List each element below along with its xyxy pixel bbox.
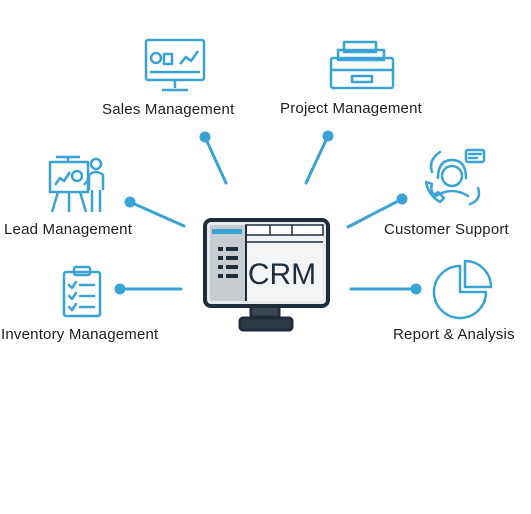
clipboard-checklist-icon bbox=[62, 265, 102, 318]
presentation-board-icon bbox=[48, 155, 105, 213]
crm-center-text: CRM bbox=[248, 258, 316, 291]
monitor-chart-icon bbox=[144, 38, 206, 92]
module-label-lead: Lead Management bbox=[4, 221, 133, 238]
crm-monitor-icon: CRM bbox=[203, 218, 330, 332]
connector-report bbox=[349, 283, 422, 295]
connector-support bbox=[346, 193, 408, 229]
connector-sales bbox=[199, 131, 228, 185]
file-drawer-icon bbox=[329, 40, 395, 90]
module-label-inventory: Inventory Management bbox=[1, 326, 159, 343]
connector-inventory bbox=[114, 283, 183, 295]
module-label-support: Customer Support bbox=[384, 221, 509, 238]
pie-chart-icon bbox=[432, 259, 493, 320]
headset-support-icon bbox=[424, 148, 486, 206]
connector-project bbox=[304, 130, 334, 185]
module-label-report: Report & Analysis bbox=[393, 326, 515, 343]
module-label-project: Project Management bbox=[280, 100, 423, 117]
connector-lead bbox=[124, 196, 186, 228]
module-label-sales: Sales Management bbox=[102, 101, 235, 118]
